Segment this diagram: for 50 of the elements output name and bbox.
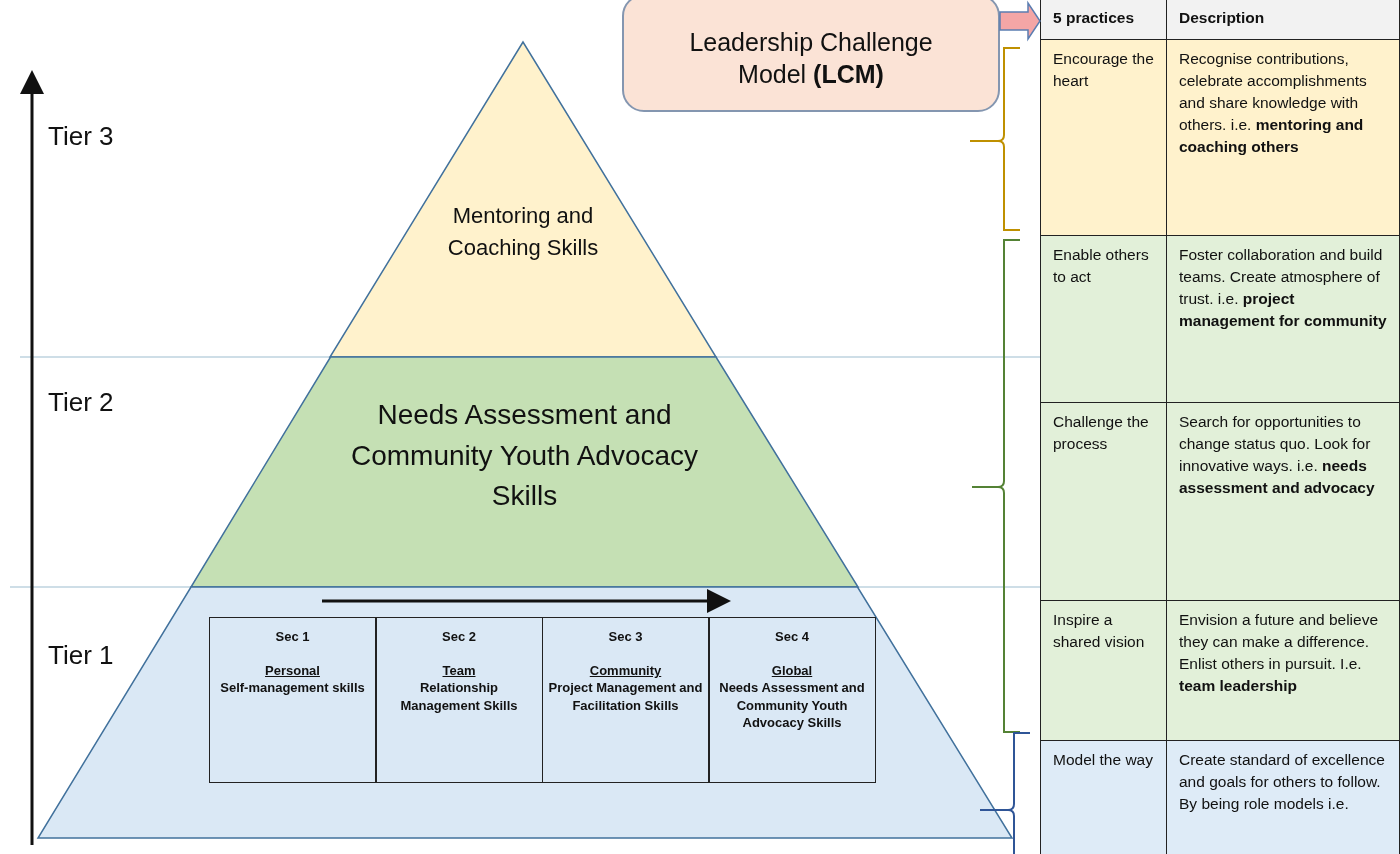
- section-box: [542, 617, 709, 783]
- table-cell: [1040, 0, 1167, 40]
- section-description: Project Management and Facilitation Skills: [547, 679, 704, 715]
- pyramid-tier: [38, 587, 1012, 838]
- block-arrow: [999, 0, 1041, 42]
- practice-description: Foster collaboration and build teams. Create atmosphere of trust. i.e. project management for community: [1179, 245, 1387, 331]
- section-heading: Global: [770, 661, 814, 680]
- section-description: Needs Assessment and Community Youth Advocacy Skills: [718, 679, 866, 732]
- tier-label: Tier 1: [48, 640, 114, 671]
- practice-description: Recognise contributions, celebrate accomplishments and share knowledge with others. i.e. mentoring and coaching others: [1179, 49, 1368, 157]
- section-number: Sec 1: [274, 628, 311, 646]
- section-number: Sec 3: [607, 628, 644, 646]
- column-header: Description: [1179, 8, 1266, 28]
- section-heading: Personal: [264, 661, 321, 680]
- table-cell: [1166, 235, 1400, 403]
- section-box: [375, 617, 543, 783]
- practice-description: Create standard of excellence and goals for others to follow. By being role models i.e.: [1179, 750, 1386, 814]
- tier-label: Tier 2: [48, 387, 114, 418]
- practice-name: Enable others to act: [1053, 245, 1150, 287]
- practice-name: Encourage the heart: [1053, 49, 1154, 91]
- practice-description: Search for opportunities to change status quo. Look for innovative ways. i.e. needs assessment and advocacy: [1179, 412, 1376, 498]
- section-number: Sec 2: [441, 628, 477, 646]
- tier-label: Tier 3: [48, 121, 114, 152]
- practice-name: Inspire a shared vision: [1053, 610, 1146, 652]
- table-cell: [1040, 600, 1167, 741]
- section-box: [209, 617, 376, 783]
- table-cell: [1040, 235, 1167, 403]
- table-cell: [1040, 39, 1167, 236]
- section-heading: Team: [441, 661, 477, 680]
- tier-text: Mentoring and Coaching Skills: [446, 202, 600, 262]
- section-description: Self-management skills: [219, 679, 366, 697]
- model-title: Leadership Challenge Model (LCM): [688, 26, 934, 90]
- table-cell: [1040, 402, 1167, 601]
- column-header: 5 practices: [1053, 8, 1135, 28]
- pyramid-tier: [191, 357, 858, 587]
- section-description: Relationship Management Skills: [399, 679, 519, 715]
- table-cell: [1166, 39, 1400, 236]
- table-cell: [1040, 740, 1167, 854]
- table-cell: [1166, 740, 1400, 854]
- table-cell: [1166, 402, 1400, 601]
- table-cell: [1166, 0, 1400, 40]
- model-box: [622, 0, 1000, 112]
- practice-description: Envision a future and believe they can make a difference. Enlist others in pursuit. I.e. team leadership: [1179, 610, 1380, 696]
- tier-text: Needs Assessment and Community Youth Advocacy Skills: [349, 398, 700, 514]
- table-cell: [1166, 600, 1400, 741]
- section-number: Sec 4: [774, 628, 810, 646]
- practice-name: Model the way: [1053, 750, 1154, 770]
- section-heading: Community: [588, 661, 663, 680]
- practice-name: Challenge the process: [1053, 412, 1150, 454]
- section-box: [708, 617, 876, 783]
